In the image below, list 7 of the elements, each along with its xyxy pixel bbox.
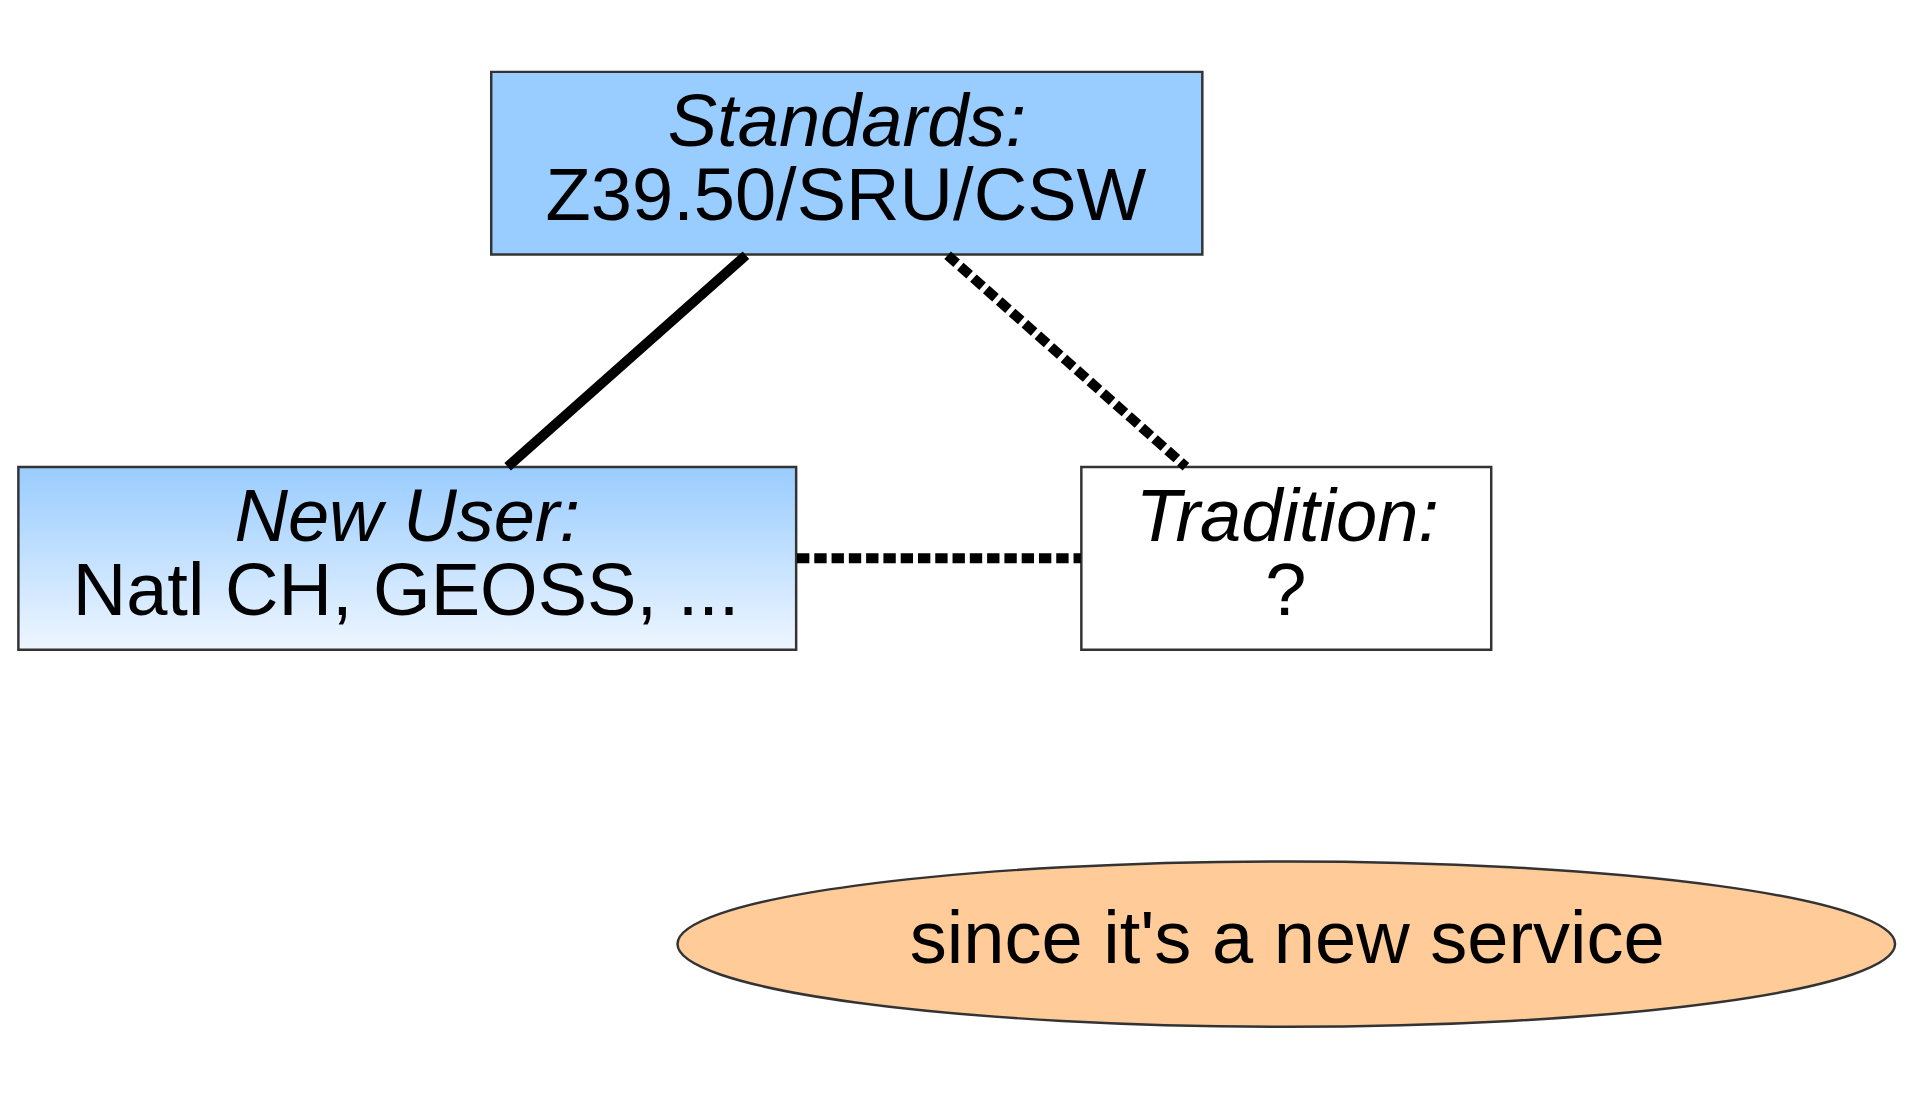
connector [797,552,1081,563]
connector [504,251,750,470]
connector [944,251,1190,470]
node-box: New User: Natl CH, GEOSS, ... [17,465,798,651]
node-box: Tradition: ? [1080,465,1493,651]
node-box: Standards: Z39.50/SRU/CSW [490,70,1204,256]
node-ellipse: since it's a new service [676,859,1897,1028]
